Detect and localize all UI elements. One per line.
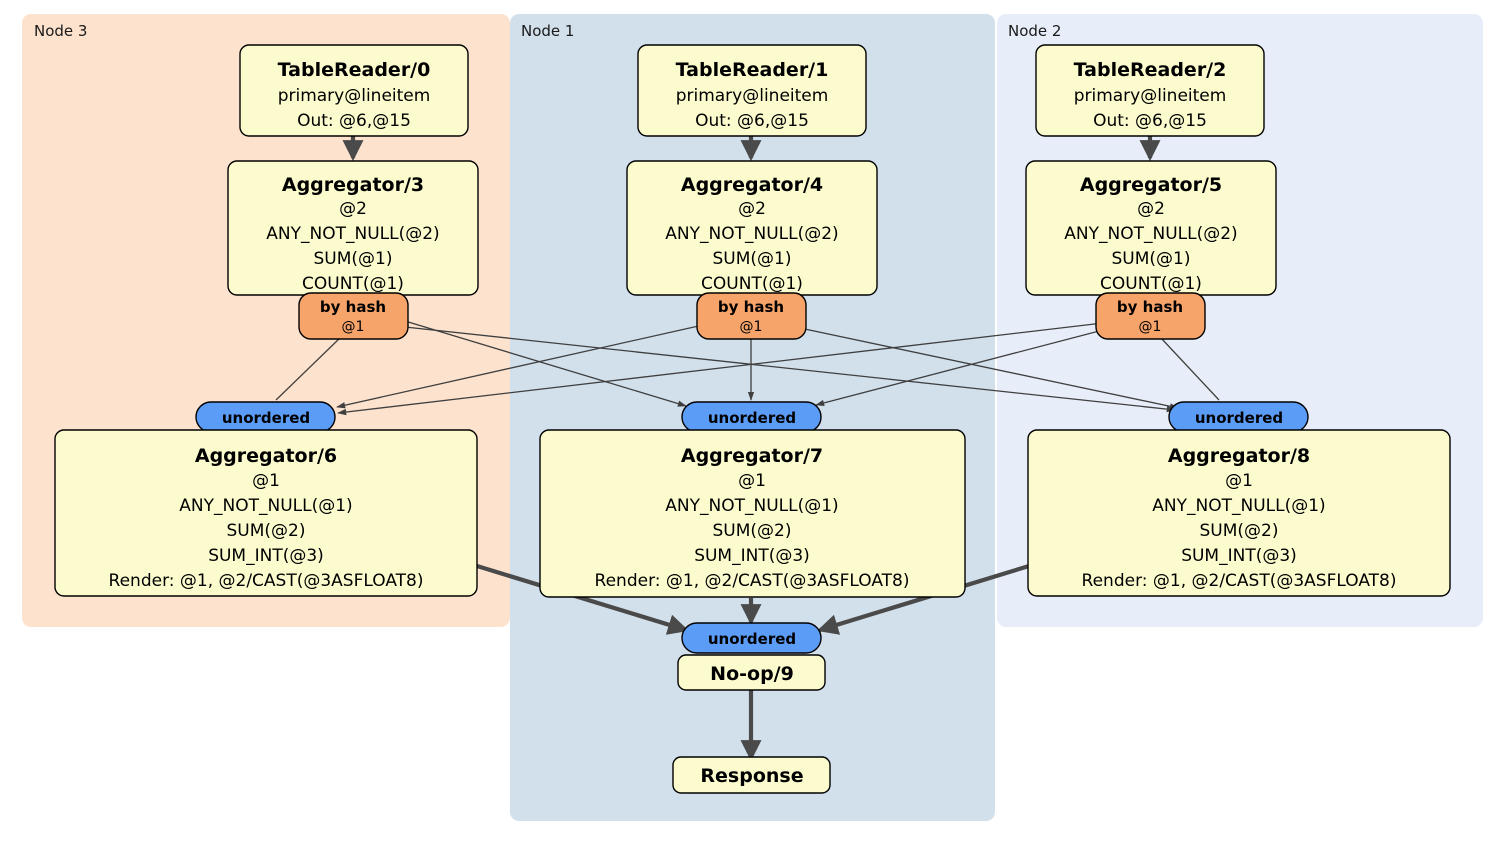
tablereader0-line-0: primary@lineitem — [278, 86, 431, 106]
stream-unordered-right[interactable]: unordered — [1168, 401, 1309, 433]
stream-unordered-left[interactable]: unordered — [195, 401, 336, 433]
aggregator6-line-1: ANY_NOT_NULL(@1) — [179, 496, 352, 516]
aggregator3-title: Aggregator/3 — [282, 174, 424, 196]
aggregator6-box[interactable] — [54, 429, 478, 597]
node-aggregator8[interactable]: Aggregator/8 @1 ANY_NOT_NULL(@1) SUM(@2)… — [1027, 429, 1451, 597]
aggregator8-line-4: Render: @1, @2/CAST(@3ASFLOAT8) — [1082, 571, 1397, 591]
tablereader2-line-1: Out: @6,@15 — [1093, 111, 1207, 131]
node-aggregator4[interactable]: Aggregator/4 @2 ANY_NOT_NULL(@2) SUM(@1)… — [626, 160, 878, 296]
aggregator3-line-0: @2 — [339, 199, 367, 219]
tablereader2-line-0: primary@lineitem — [1074, 86, 1227, 106]
aggregator7-line-1: ANY_NOT_NULL(@1) — [665, 496, 838, 516]
byhash-right-pill[interactable] — [1095, 292, 1206, 340]
node-aggregator5[interactable]: Aggregator/5 @2 ANY_NOT_NULL(@2) SUM(@1)… — [1025, 160, 1277, 296]
router-byhash-right[interactable]: by hash @1 — [1095, 292, 1206, 340]
aggregator3-line-3: COUNT(@1) — [302, 274, 404, 294]
tablereader0-title: TableReader/0 — [278, 59, 431, 81]
byhash-mid-pill[interactable] — [696, 292, 807, 340]
edge-hashright-to-unorderedmid — [815, 329, 1104, 407]
cluster-node1-label: Node 1 — [521, 22, 574, 40]
byhash-left-pill[interactable] — [298, 292, 409, 340]
node-tablereader1[interactable]: TableReader/1 primary@lineitem Out: @6,@… — [637, 44, 867, 137]
unordered-right-label: unordered — [1195, 409, 1283, 427]
tablereader2-title: TableReader/2 — [1074, 59, 1227, 81]
edge-hashright-to-unorderedleft — [337, 322, 1104, 416]
unordered-final-label: unordered — [708, 630, 796, 648]
aggregator4-title: Aggregator/4 — [681, 174, 823, 196]
aggregator4-line-2: SUM(@1) — [713, 249, 792, 269]
byhash-right-sub: @1 — [1139, 319, 1162, 335]
unordered-mid-label: unordered — [708, 409, 796, 427]
aggregator5-line-2: SUM(@1) — [1112, 249, 1191, 269]
aggregator7-line-0: @1 — [738, 471, 766, 491]
tablereader2-box[interactable] — [1035, 44, 1265, 137]
response-title: Response — [700, 765, 803, 787]
edge-agg8-to-unorderedfinal — [816, 563, 1030, 635]
node-tablereader0[interactable]: TableReader/0 primary@lineitem Out: @6,@… — [239, 44, 469, 137]
aggregator8-line-1: ANY_NOT_NULL(@1) — [1152, 496, 1325, 516]
cluster-node2-label: Node 2 — [1008, 22, 1061, 40]
aggregator5-line-3: COUNT(@1) — [1100, 274, 1202, 294]
router-byhash-left[interactable]: by hash @1 — [298, 292, 409, 340]
aggregator6-line-3: SUM_INT(@3) — [208, 546, 324, 566]
aggregator4-line-0: @2 — [738, 199, 766, 219]
aggregator6-line-0: @1 — [252, 471, 280, 491]
edge-hashright-to-unorderedright — [1160, 337, 1220, 401]
tablereader1-box[interactable] — [637, 44, 867, 137]
aggregator6-line-4: Render: @1, @2/CAST(@3ASFLOAT8) — [109, 571, 424, 591]
aggregator6-title: Aggregator/6 — [195, 445, 337, 467]
edge-hashleft-to-unorderedright — [404, 326, 1176, 413]
stream-unordered-mid[interactable]: unordered — [681, 401, 822, 433]
byhash-mid-label: by hash — [718, 298, 784, 316]
edge-hashmid-to-unorderedright — [799, 327, 1179, 410]
aggregator5-line-0: @2 — [1137, 199, 1165, 219]
aggregator3-line-1: ANY_NOT_NULL(@2) — [266, 224, 439, 244]
byhash-left-sub: @1 — [342, 319, 365, 335]
router-byhash-mid[interactable]: by hash @1 — [696, 292, 807, 340]
byhash-left-label: by hash — [320, 298, 386, 316]
node-aggregator3[interactable]: Aggregator/3 @2 ANY_NOT_NULL(@2) SUM(@1)… — [227, 160, 479, 296]
aggregator4-line-1: ANY_NOT_NULL(@2) — [665, 224, 838, 244]
tablereader0-line-1: Out: @6,@15 — [297, 111, 411, 131]
aggregator8-title: Aggregator/8 — [1168, 445, 1310, 467]
noop9-box[interactable] — [677, 654, 826, 691]
response-box[interactable] — [672, 756, 831, 794]
edge-agg6-to-unorderedfinal — [476, 563, 690, 635]
unordered-left-label: unordered — [222, 409, 310, 427]
aggregator7-title: Aggregator/7 — [681, 445, 823, 467]
aggregator5-title: Aggregator/5 — [1080, 174, 1222, 196]
byhash-mid-sub: @1 — [740, 319, 763, 335]
tablereader1-line-1: Out: @6,@15 — [695, 111, 809, 131]
node-aggregator7[interactable]: Aggregator/7 @1 ANY_NOT_NULL(@1) SUM(@2)… — [539, 429, 966, 598]
edge-hashleft-to-unorderedleft — [275, 336, 342, 401]
node-aggregator6[interactable]: Aggregator/6 @1 ANY_NOT_NULL(@1) SUM(@2)… — [54, 429, 478, 597]
noop9-title: No-op/9 — [710, 663, 794, 685]
aggregator7-line-2: SUM(@2) — [713, 521, 792, 541]
node-tablereader2[interactable]: TableReader/2 primary@lineitem Out: @6,@… — [1035, 44, 1265, 137]
aggregator3-line-2: SUM(@1) — [314, 249, 393, 269]
tablereader0-box[interactable] — [239, 44, 469, 137]
aggregator7-box[interactable] — [539, 429, 966, 598]
stream-unordered-final[interactable]: unordered — [681, 622, 822, 654]
aggregator8-line-3: SUM_INT(@3) — [1181, 546, 1297, 566]
aggregator6-line-2: SUM(@2) — [227, 521, 306, 541]
tablereader1-line-0: primary@lineitem — [676, 86, 829, 106]
aggregator8-line-2: SUM(@2) — [1200, 521, 1279, 541]
node-noop9[interactable]: No-op/9 — [677, 654, 826, 691]
aggregator5-line-1: ANY_NOT_NULL(@2) — [1064, 224, 1237, 244]
unordered-final-pill[interactable] — [681, 622, 822, 654]
tablereader1-title: TableReader/1 — [676, 59, 829, 81]
aggregator4-line-3: COUNT(@1) — [701, 274, 803, 294]
byhash-right-label: by hash — [1117, 298, 1183, 316]
aggregator7-line-4: Render: @1, @2/CAST(@3ASFLOAT8) — [595, 571, 910, 591]
edge-hashmid-to-unorderedleft — [336, 324, 704, 409]
edge-hashleft-to-unorderedmid — [404, 320, 687, 407]
aggregator8-line-0: @1 — [1225, 471, 1253, 491]
aggregator7-line-3: SUM_INT(@3) — [694, 546, 810, 566]
aggregator8-box[interactable] — [1027, 429, 1451, 597]
cluster-node3-label: Node 3 — [34, 22, 87, 40]
node-response[interactable]: Response — [672, 756, 831, 794]
